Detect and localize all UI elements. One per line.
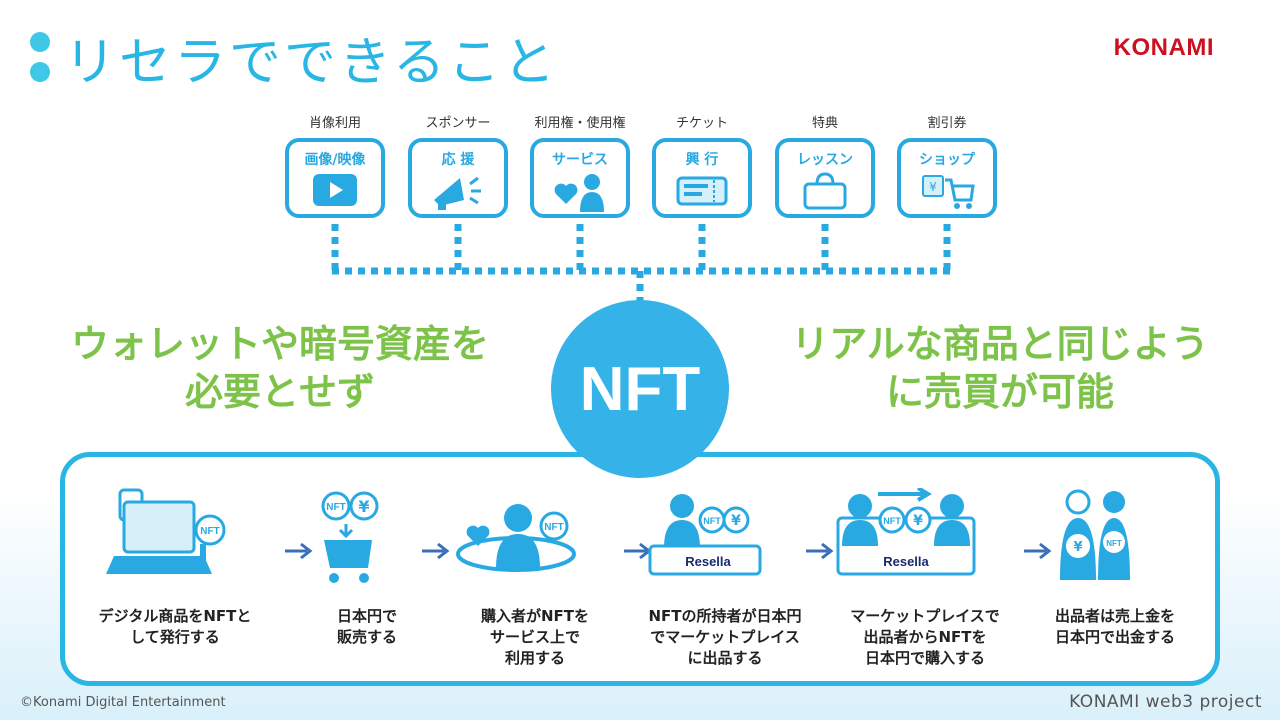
use-label: レッスン — [797, 152, 853, 168]
use-card-ticket: チケット 興 行 — [647, 114, 757, 218]
use-box: レッスン — [775, 138, 875, 218]
nft-hub: NFT — [551, 300, 729, 478]
step-line: 出品者からNFTを — [863, 628, 987, 646]
use-box: 応 援 — [408, 138, 508, 218]
step-line: 利用する — [504, 649, 565, 667]
step-line: 日本円で出金する — [1054, 628, 1175, 646]
svg-text:¥: ¥ — [731, 513, 741, 529]
left-message: ウォレットや暗号資産を 必要とせず — [30, 320, 530, 416]
flow-step-withdraw: ¥ NFT 出品者は売上金を 日本円で出金する — [1020, 488, 1210, 648]
resella-list-icon: NFT ¥ Resella — [648, 494, 762, 576]
page-title: リセラでできること — [64, 32, 558, 93]
svg-text:¥: ¥ — [929, 180, 937, 194]
step-line: して発行する — [130, 628, 220, 646]
step-text: 日本円で 販売する — [272, 606, 462, 648]
step-line: サービス上で — [489, 628, 580, 646]
use-card-sponsor: スポンサー 応 援 — [403, 114, 513, 218]
konami-logo: KONAMI — [1113, 34, 1214, 61]
use-box: 興 行 — [652, 138, 752, 218]
step-text: マーケットプレイスで 出品者からNFTを 日本円で購入する — [830, 606, 1020, 669]
use-label: 画像/映像 — [304, 152, 366, 168]
right-message-line: リアルな商品と同じよう — [791, 322, 1209, 366]
flow-step-use: NFT 購入者がNFTを サービス上で 利用する — [440, 488, 630, 669]
use-box: サービス — [530, 138, 630, 218]
use-caption: 割引券 — [927, 116, 967, 131]
svg-text:NFT: NFT — [544, 522, 563, 533]
flow-step-list: NFT ¥ Resella NFTの所持者が日本円 でマーケットプレイス に出品… — [630, 488, 820, 669]
step-line: デジタル商品をNFTと — [98, 607, 252, 625]
use-caption: 利用権・使用権 — [534, 116, 626, 131]
people-withdraw-icon: ¥ NFT — [1060, 489, 1130, 580]
step-text: デジタル商品をNFTと して発行する — [80, 606, 270, 648]
flow-step-sell: NFT ¥ 日本円で 販売する — [272, 488, 462, 648]
use-card-image: 肖像利用 画像/映像 — [280, 114, 390, 218]
use-label: サービス — [552, 152, 608, 168]
use-card-service: 利用権・使用権 サービス — [525, 114, 635, 218]
step-line: 日本円で — [336, 607, 397, 625]
arrow-right-icon — [422, 542, 450, 560]
shopping-cart-icon: ¥ — [922, 175, 975, 209]
step-line: でマーケットプレイス — [650, 628, 800, 646]
step-text: 出品者は売上金を 日本円で出金する — [1020, 606, 1210, 648]
step-line: 日本円で購入する — [864, 649, 985, 667]
svg-text:NFT: NFT — [200, 526, 219, 537]
svg-text:Resella: Resella — [883, 554, 929, 569]
resella-exchange-icon: NFT ¥ Resella — [836, 486, 976, 576]
flow-step-buy: NFT ¥ Resella マーケットプレイスで 出品者からNFTを 日本円で購… — [830, 486, 1020, 669]
arrow-right-icon — [285, 542, 313, 560]
right-message: リアルな商品と同じよう に売買が可能 — [750, 320, 1250, 416]
step-text: 購入者がNFTを サービス上で 利用する — [440, 606, 630, 669]
svg-text:¥: ¥ — [1073, 540, 1082, 555]
arrow-right-icon — [806, 542, 834, 560]
megaphone-icon — [434, 176, 481, 210]
laptop-nft-icon: NFT — [106, 488, 226, 574]
use-box: 画像/映像 — [285, 138, 385, 218]
step-line: 出品者は売上金を — [1054, 607, 1175, 625]
left-message-line: ウォレットや暗号資産を — [70, 322, 489, 366]
bag-icon — [803, 172, 847, 210]
use-caption: チケット — [675, 116, 728, 131]
flow-step-issue: NFT デジタル商品をNFTと して発行する — [80, 488, 270, 648]
use-caption: 肖像利用 — [308, 116, 361, 131]
svg-text:NFT: NFT — [326, 502, 345, 513]
use-card-lesson: 特典 レッスン — [770, 114, 880, 218]
heart-person-icon — [554, 174, 604, 212]
page-header: リセラでできること — [30, 22, 558, 93]
step-line: に出品する — [687, 649, 763, 667]
flow-panel — [60, 452, 1220, 686]
svg-text:NFT: NFT — [1106, 539, 1122, 548]
use-caption: スポンサー — [425, 116, 491, 131]
use-label: 応 援 — [441, 152, 475, 168]
svg-text:¥: ¥ — [358, 497, 369, 516]
svg-text:NFT: NFT — [703, 516, 721, 526]
step-line: 販売する — [336, 628, 397, 646]
step-line: 購入者がNFTを — [480, 607, 590, 625]
project-label: KONAMI web3 project — [1069, 692, 1262, 712]
cart-nft-yen-icon: NFT ¥ — [321, 491, 379, 583]
left-message-line: 必要とせず — [184, 370, 375, 414]
step-line: マーケットプレイスで — [850, 607, 1000, 625]
step-text: NFTの所持者が日本円 でマーケットプレイス に出品する — [630, 606, 820, 669]
right-message-line: に売買が可能 — [885, 370, 1114, 414]
play-video-icon — [313, 174, 357, 206]
ticket-icon — [676, 176, 728, 206]
arrow-right-icon — [1024, 542, 1052, 560]
title-dots-icon — [30, 32, 50, 82]
use-caption: 特典 — [811, 116, 838, 131]
person-heart-nft-icon: NFT — [456, 504, 576, 572]
use-card-shop: 割引券 ショップ ¥ — [892, 114, 1002, 218]
svg-text:Resella: Resella — [685, 554, 731, 569]
use-box: ショップ ¥ — [897, 138, 997, 218]
use-label: 興 行 — [685, 152, 719, 168]
svg-text:¥: ¥ — [913, 513, 923, 529]
step-line: NFTの所持者が日本円 — [648, 607, 802, 625]
copyright: ©Konami Digital Entertainment — [20, 695, 226, 710]
svg-text:NFT: NFT — [883, 516, 901, 526]
use-label: ショップ — [919, 152, 975, 168]
